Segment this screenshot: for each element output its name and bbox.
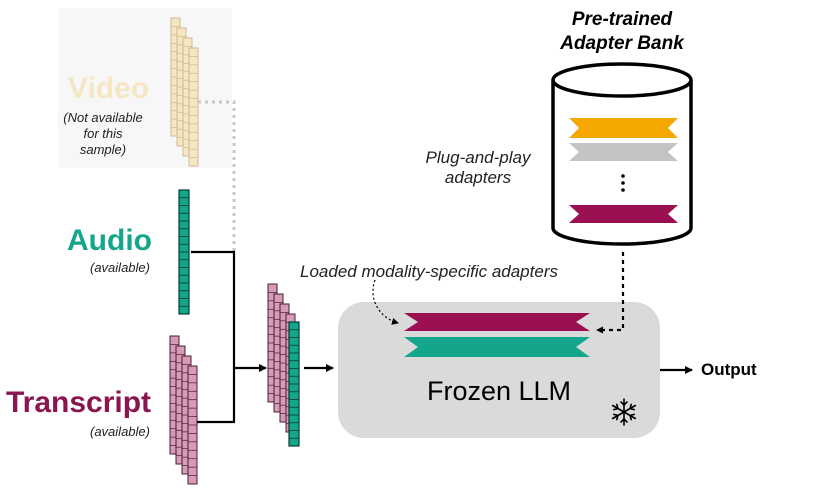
transcript-token-stack <box>169 335 198 485</box>
bank-title-line1: Pre-trained <box>571 9 673 30</box>
video-token-stack <box>170 17 199 167</box>
video-label: Video <box>68 72 150 105</box>
video-unavailable-panel <box>58 8 232 168</box>
video-connector <box>198 100 236 252</box>
transcript-note: (available) <box>90 424 150 439</box>
audio-token-stack <box>178 189 190 315</box>
transcript-label: Transcript <box>6 386 152 419</box>
loaded-adapters-label: Loaded modality-specific adapters <box>300 262 558 281</box>
bank-adapter-orange <box>569 118 678 138</box>
video-note: (Not available for this sample) <box>63 110 143 157</box>
loaded-adapter-audio <box>404 337 590 357</box>
merge-connector <box>191 250 236 424</box>
loaded-adapter-transcript <box>404 313 590 331</box>
bank-to-llm-connector <box>596 252 625 334</box>
bank-adapter-maroon <box>569 205 678 223</box>
bank-ellipsis <box>621 174 625 192</box>
bank-title: Pre-trained Adapter Bank <box>542 8 702 56</box>
snowflake-icon <box>611 398 637 426</box>
audio-label: Audio <box>67 224 152 257</box>
frozen-llm-label: Frozen LLM <box>426 376 572 406</box>
bank-adapter-gray <box>569 143 678 161</box>
loaded-label-pointer <box>372 279 399 325</box>
bank-title-line2: Adapter Bank <box>560 33 684 54</box>
combined-token-stack <box>267 283 300 447</box>
audio-note: (available) <box>90 260 150 275</box>
output-label: Output <box>701 360 757 379</box>
plug-and-play-label: Plug-and-play adapters <box>425 148 531 187</box>
frozen-llm-box <box>338 302 660 438</box>
